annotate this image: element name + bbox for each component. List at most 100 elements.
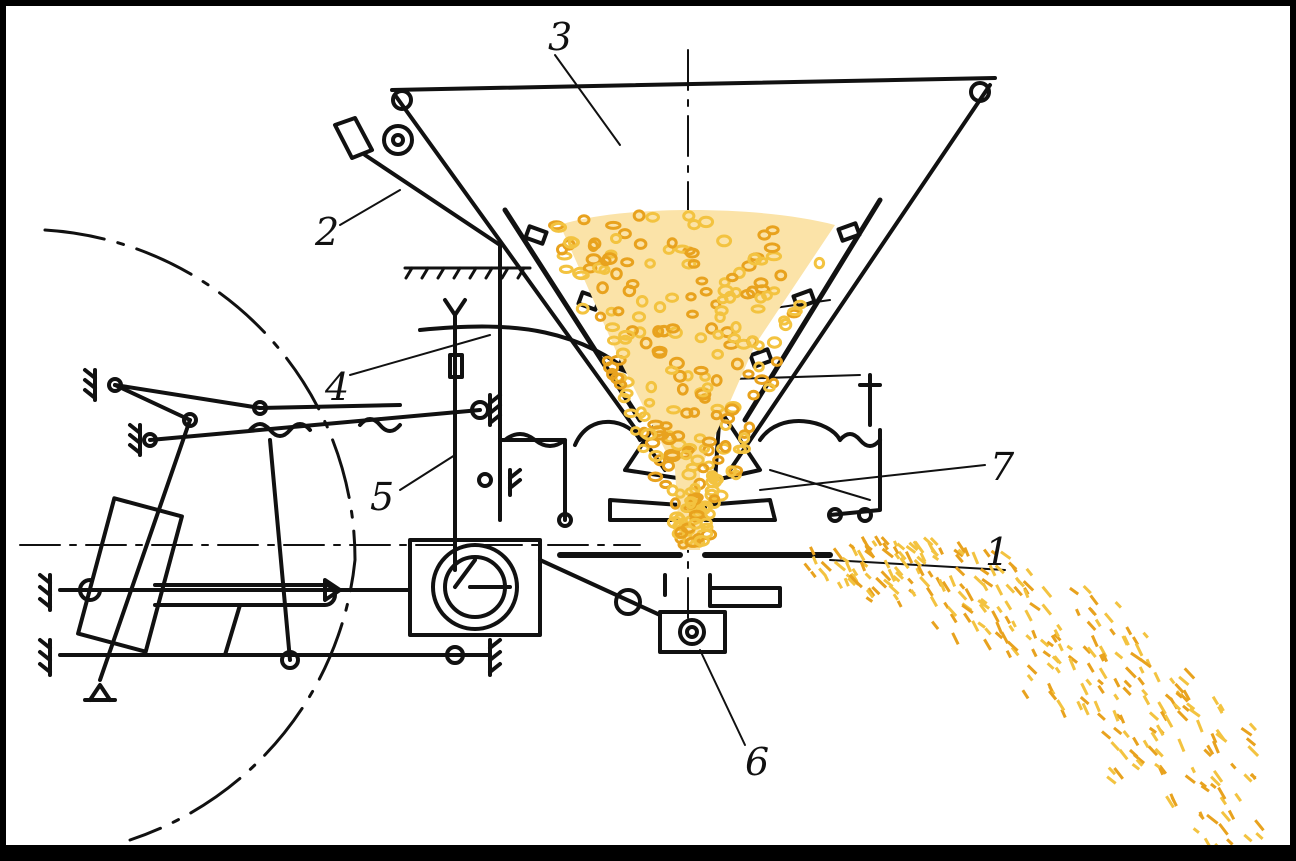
grain bbox=[1000, 550, 1012, 560]
grain bbox=[1184, 774, 1196, 784]
label-5: 5 bbox=[370, 475, 394, 519]
grain bbox=[577, 214, 591, 226]
grain bbox=[1042, 650, 1052, 658]
grain bbox=[964, 587, 974, 602]
grain bbox=[1069, 586, 1080, 596]
label-2: 2 bbox=[314, 210, 339, 254]
distributor bbox=[477, 373, 882, 528]
grain bbox=[927, 570, 934, 578]
grain bbox=[1176, 709, 1189, 722]
grain bbox=[1141, 688, 1149, 697]
grain bbox=[757, 229, 772, 241]
grain bbox=[645, 380, 658, 394]
grain bbox=[1154, 747, 1164, 758]
grain bbox=[1086, 620, 1097, 632]
grain bbox=[892, 574, 901, 583]
grain bbox=[665, 365, 679, 375]
grain bbox=[1134, 642, 1144, 657]
grain bbox=[1086, 646, 1097, 659]
grain bbox=[730, 357, 744, 371]
grain bbox=[730, 321, 742, 334]
grain bbox=[875, 576, 888, 589]
grain bbox=[632, 209, 646, 222]
grain bbox=[955, 553, 964, 564]
grain bbox=[1011, 620, 1017, 628]
grain bbox=[915, 567, 921, 575]
grain bbox=[1118, 748, 1129, 761]
grain bbox=[1210, 775, 1221, 787]
grain bbox=[919, 552, 927, 563]
grain bbox=[1053, 628, 1061, 638]
grain bbox=[653, 301, 667, 314]
grain bbox=[1218, 703, 1225, 712]
grain bbox=[862, 538, 872, 551]
grain bbox=[1153, 671, 1161, 683]
grain bbox=[880, 570, 892, 582]
grain bbox=[957, 548, 965, 556]
grain bbox=[1022, 580, 1035, 592]
grain bbox=[558, 264, 574, 274]
grain bbox=[1247, 745, 1260, 757]
grain bbox=[669, 511, 685, 524]
grain bbox=[669, 497, 681, 510]
grain bbox=[818, 567, 827, 577]
grain bbox=[1112, 709, 1120, 722]
grain bbox=[871, 539, 878, 547]
grain bbox=[1206, 744, 1215, 756]
grain bbox=[880, 536, 890, 546]
grain bbox=[946, 606, 958, 618]
grain bbox=[1139, 657, 1152, 669]
grain bbox=[929, 536, 939, 547]
label-7: 7 bbox=[990, 445, 1015, 489]
grain bbox=[892, 593, 900, 601]
grain bbox=[1090, 634, 1099, 648]
grain bbox=[714, 311, 726, 324]
grain bbox=[823, 574, 830, 582]
grain bbox=[1234, 792, 1243, 802]
grain bbox=[673, 369, 687, 383]
grain bbox=[666, 484, 679, 497]
grain bbox=[956, 540, 967, 554]
grain bbox=[550, 221, 568, 233]
grain bbox=[625, 279, 640, 290]
grain bbox=[711, 348, 725, 360]
grain bbox=[688, 517, 703, 530]
grain bbox=[601, 355, 614, 367]
label-4: 4 bbox=[324, 365, 349, 409]
grain bbox=[747, 389, 760, 401]
grain bbox=[1089, 607, 1097, 617]
grain bbox=[941, 580, 951, 593]
grain bbox=[907, 577, 914, 585]
grain bbox=[809, 546, 816, 556]
grain bbox=[704, 508, 716, 520]
grain bbox=[811, 555, 818, 565]
grain bbox=[1227, 809, 1236, 820]
grain bbox=[1005, 650, 1012, 659]
grain bbox=[1182, 689, 1191, 701]
grain bbox=[1086, 662, 1095, 673]
grain bbox=[1196, 719, 1204, 733]
grain bbox=[1219, 796, 1228, 806]
left-linkage bbox=[38, 368, 502, 702]
grain bbox=[1025, 567, 1034, 577]
grain bbox=[1031, 648, 1038, 658]
grain bbox=[727, 333, 742, 344]
grain bbox=[883, 559, 891, 569]
grain bbox=[600, 255, 612, 267]
grain bbox=[923, 536, 934, 547]
grain bbox=[787, 306, 803, 317]
grain bbox=[1182, 704, 1190, 712]
grain bbox=[725, 465, 738, 478]
grain bbox=[1135, 758, 1144, 767]
grain bbox=[1005, 583, 1016, 594]
grain bbox=[943, 601, 950, 610]
grain bbox=[610, 267, 623, 281]
grain bbox=[1178, 675, 1190, 687]
grain bbox=[695, 276, 709, 286]
grain bbox=[1046, 662, 1055, 670]
grain bbox=[742, 369, 755, 379]
grain bbox=[845, 561, 853, 573]
grain bbox=[726, 272, 739, 283]
grain-spray bbox=[803, 535, 1265, 852]
